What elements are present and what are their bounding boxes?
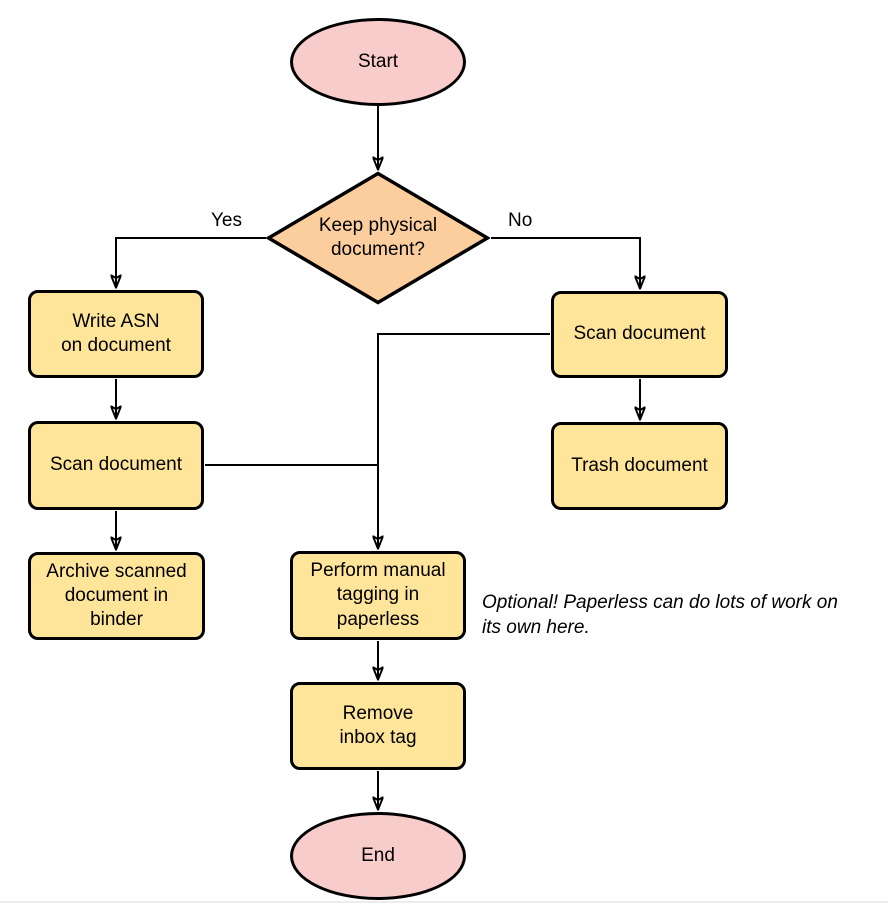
process-archive-scanned-document-label: Archive scanned document in binder [46,560,187,631]
process-trash-document: Trash document [551,422,728,510]
start-node: Start [290,18,466,106]
end-node: End [290,812,466,900]
edge-decision-no-to-scan-right [491,237,640,288]
edge-label-yes: Yes [211,210,242,231]
start-node-label: Start [357,50,399,72]
optional-note: Optional! Paperless can do lots of work … [482,592,838,638]
process-scan-document-left: Scan document [28,421,204,510]
end-node-label: End [361,844,395,866]
process-scan-document-left-label: Scan document [49,454,183,476]
edge-label-no: No [508,210,533,231]
process-scan-document-right: Scan document [551,291,728,378]
process-manual-tagging: Perform manual tagging in paperless [290,551,466,640]
edge-scan-right-to-tagging [378,333,550,548]
process-archive-scanned-document: Archive scanned document in binder [28,552,205,640]
process-remove-inbox-tag: Remove inbox tag [290,682,466,770]
edge-decision-yes-to-write-asn [116,237,266,287]
process-write-asn-label: Write ASN on document [61,310,171,356]
diamond-shape-icon [266,171,490,305]
bottom-divider [0,901,888,903]
process-remove-inbox-tag-label: Remove inbox tag [339,702,417,748]
decision-keep-physical-document: Keep physical document? [266,171,490,305]
process-write-asn: Write ASN on document [28,290,204,378]
process-trash-document-label: Trash document [571,454,708,476]
process-manual-tagging-label: Perform manual tagging in paperless [310,560,446,630]
process-scan-document-right-label: Scan document [573,323,706,345]
decision-label: Keep physical document? [318,214,438,260]
